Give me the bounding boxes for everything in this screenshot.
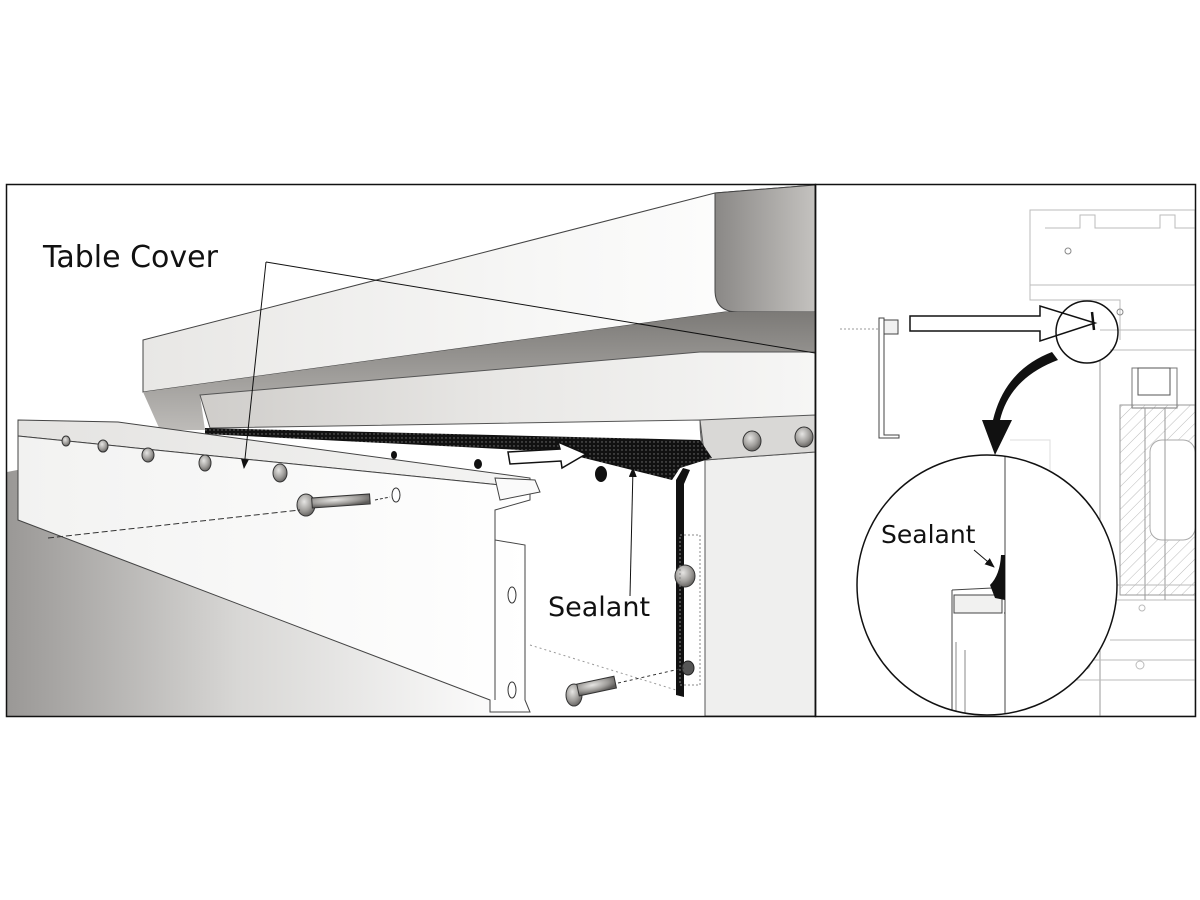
detail-cover-part xyxy=(840,317,900,439)
table-cover-leaders xyxy=(240,261,815,469)
machine-beam-end xyxy=(714,185,815,313)
sealant-leader xyxy=(628,467,637,597)
detail-view-panel: Sealant xyxy=(817,185,1195,716)
cover-screw xyxy=(47,487,401,539)
sealant-label: Sealant xyxy=(548,592,650,623)
table-cover-label: Table Cover xyxy=(42,240,219,275)
detail-sealant-label: Sealant xyxy=(881,520,976,549)
table-cover-face xyxy=(17,435,531,713)
section-drawing xyxy=(1010,209,1195,716)
machine-side-block xyxy=(704,451,815,716)
cover-bolt-holes xyxy=(61,435,607,483)
detail-callout-circle xyxy=(1055,300,1119,364)
socket-bolt xyxy=(529,644,685,707)
detail-curved-arrow xyxy=(982,352,1058,455)
magnified-detail xyxy=(856,454,1118,716)
detail-view-frame xyxy=(814,183,1197,718)
sealant-strip xyxy=(205,428,712,480)
direction-arrow xyxy=(507,440,588,470)
detail-insert-arrow xyxy=(909,304,1098,343)
main-view-panel: Table Cover Sealant xyxy=(7,185,815,716)
